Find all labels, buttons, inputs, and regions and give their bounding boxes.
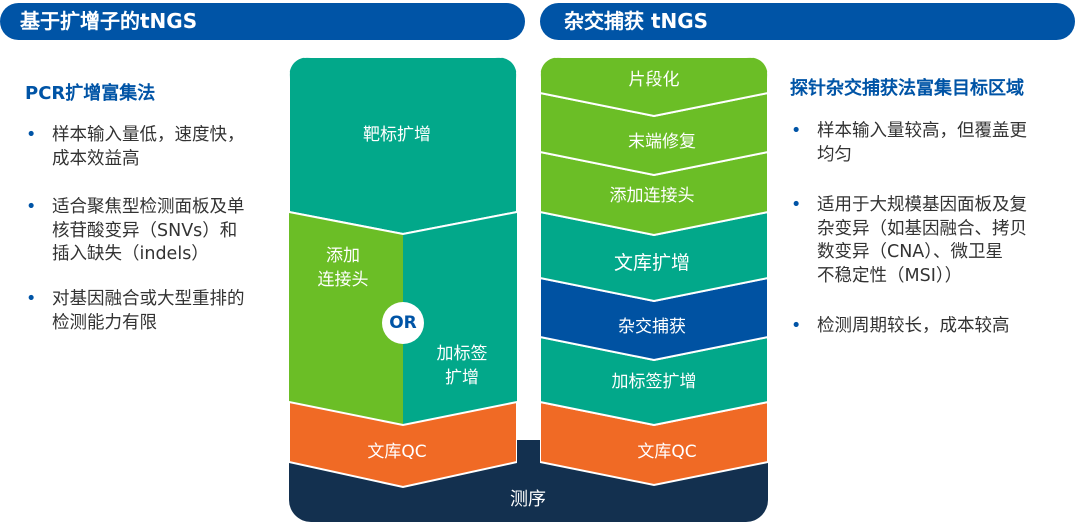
bullet-dot: • bbox=[26, 125, 37, 145]
hybrid-capture-tngs-header: 杂交捕获 tNGS bbox=[540, 3, 1075, 40]
step-tag-amp-right: 加标签扩增 bbox=[611, 372, 697, 392]
label-line: 扩增 bbox=[445, 368, 479, 388]
bullet-line: 对基因融合或大型重排的 bbox=[52, 289, 245, 309]
bullet-item: • 检测周期较长，成本较高 bbox=[791, 315, 1010, 339]
step-fragmentation: 片段化 bbox=[628, 70, 680, 90]
bullet-line: 适用于大规模基因面板及复 bbox=[817, 195, 1027, 215]
bullet-line: 样本输入量低，速度快， bbox=[52, 125, 245, 145]
label-line: 加标签 bbox=[436, 344, 488, 364]
bullet-item: • 适用于大规模基因面板及复杂变异（如基因融合、拷贝数变异（CNA）、微卫星不稳定… bbox=[791, 194, 1027, 288]
bullet-line: 检测能力有限 bbox=[52, 312, 157, 333]
amplicon-tngs-header: 基于扩增子的tNGS bbox=[0, 3, 525, 40]
bullet-dot: • bbox=[26, 197, 37, 217]
bullet-dot: • bbox=[791, 121, 802, 141]
bullet-dot: • bbox=[791, 316, 802, 336]
or-badge: OR bbox=[382, 302, 424, 344]
step-tag-amp: 加标签 扩增 bbox=[437, 342, 488, 390]
right-subtitle: 探针杂交捕获法富集目标区域 bbox=[790, 78, 1024, 99]
bullet-line: 插入缺失（indels） bbox=[52, 244, 209, 264]
step-end-repair: 末端修复 bbox=[628, 132, 696, 152]
bullet-line: 杂变异（如基因融合、拷贝 bbox=[817, 218, 1027, 239]
label-line: 添加 bbox=[326, 246, 360, 266]
step-add-adapter: 添加 连接头 bbox=[318, 244, 369, 292]
bullet-item: • 样本输入量较高，但覆盖更均匀 bbox=[791, 120, 1027, 167]
step-left-lib-qc: 文库QC bbox=[367, 442, 427, 462]
label-line: 连接头 bbox=[317, 270, 369, 290]
bullet-line: 适合聚焦型检测面板及单 bbox=[52, 197, 245, 217]
bullet-line: 成本效益高 bbox=[52, 148, 140, 169]
step-right-lib-qc: 文库QC bbox=[637, 442, 697, 462]
step-library-amp: 文库扩增 bbox=[613, 252, 691, 274]
bullet-line: 均匀 bbox=[817, 144, 852, 165]
bullet-line: 核苷酸变异（SNVs）和 bbox=[52, 220, 238, 241]
step-hybrid-capture: 杂交捕获 bbox=[618, 317, 686, 337]
block-fragmentation bbox=[540, 57, 768, 118]
bullet-item: • 样本输入量低，速度快， 成本效益高 bbox=[26, 124, 245, 171]
step-add-adapter-right: 添加连接头 bbox=[609, 186, 695, 206]
bullet-dot: • bbox=[791, 195, 802, 215]
step-sequencing: 测序 bbox=[510, 489, 546, 510]
bullet-line: 数变异（CNA）、微卫星 bbox=[817, 242, 1004, 262]
bullet-dot: • bbox=[26, 289, 37, 309]
bullet-line: 不稳定性（MSI）） bbox=[817, 265, 963, 286]
bullet-line: 样本输入量较高，但覆盖更 bbox=[817, 121, 1027, 141]
step-target-amp: 靶标扩增 bbox=[363, 125, 431, 145]
bullet-item: • 对基因融合或大型重排的检测能力有限 bbox=[26, 288, 245, 335]
bullet-line: 检测周期较长，成本较高 bbox=[817, 316, 1010, 336]
left-lib-qc-block bbox=[289, 400, 517, 489]
bullet-item: • 适合聚焦型检测面板及单核苷酸变异（SNVs）和插入缺失（indels） bbox=[26, 196, 245, 267]
add-adapter-block bbox=[289, 212, 403, 425]
left-subtitle: PCR扩增富集法 bbox=[25, 83, 156, 104]
tag-amp-block bbox=[403, 212, 517, 425]
